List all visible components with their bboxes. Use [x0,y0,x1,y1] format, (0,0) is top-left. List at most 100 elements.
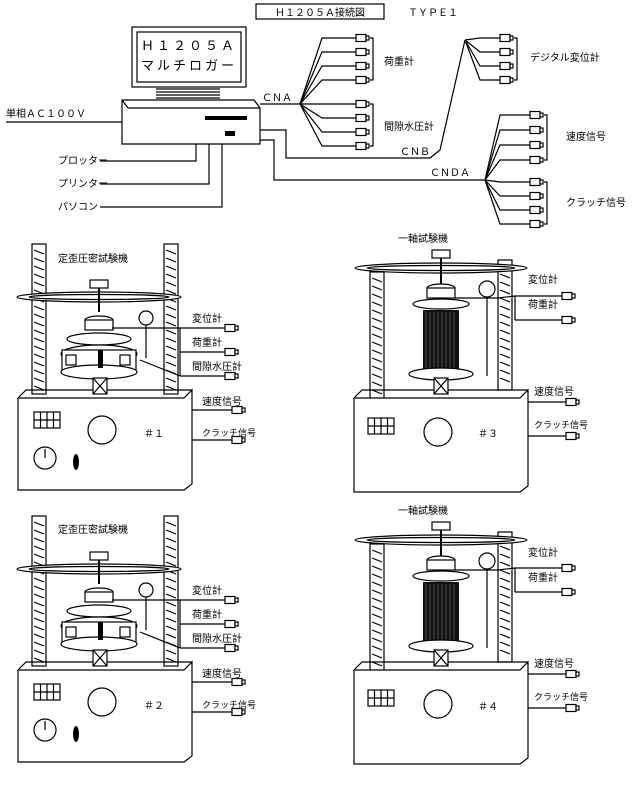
connector-pin [241,407,246,413]
m4-signal-disp: 変位計 [528,546,558,559]
sensor-lead [484,179,530,211]
machine1-number: ＃１ [144,428,164,440]
column-hatch [33,577,45,583]
column-hatch [371,637,383,643]
upper-platen [412,298,470,310]
uniaxial-machine-3 [353,249,580,493]
disk-slot [205,116,247,120]
sensor-lead [484,114,530,181]
sensor-lead [484,144,530,181]
column-hatch [33,601,45,607]
connector-plug [355,99,367,109]
column-hatch [33,281,45,287]
connector-plug [561,587,573,597]
column-hatch [499,361,511,367]
m2-signal-disp: 変位計 [192,584,222,597]
uniaxial-machine-4 [353,521,580,765]
connector-plug [529,155,541,165]
column-hatch [371,389,383,395]
sensor-lead [484,159,530,181]
column-hatch [33,377,45,383]
sensor-lead [299,51,356,105]
m3-signal-clutch: クラッチ信号 [534,419,588,431]
column-hatch [165,361,177,367]
m1-signal-speed: 速度信号 [202,395,242,408]
connector-plug [561,291,573,301]
connector-pin [365,77,370,83]
column-hatch [165,585,177,591]
column-hatch [499,633,511,639]
column-hatch [499,641,511,647]
sensor-lead [464,39,500,67]
column-hatch [499,345,511,351]
sensor-lead [484,129,530,181]
column-hatch [165,345,177,351]
column-hatch [371,325,383,331]
dial-gauge [478,280,496,298]
connector-pin [365,129,370,135]
connector-pin [539,157,544,163]
connector-plug [529,125,541,135]
frame-column [31,243,47,395]
column-hatch [371,309,383,315]
pore-lead [139,631,181,649]
connector-plug [529,140,541,150]
m1-signal-load: 荷重計 [192,336,222,349]
connector-plug [499,33,511,43]
sensor-lead [299,103,356,133]
connector-pin [509,77,514,83]
dial-gauge [478,552,496,570]
cable-cnb [260,39,466,159]
group-bracket [544,114,548,161]
column-hatch [33,609,45,615]
column-hatch [371,613,383,619]
connector-pin [575,671,580,677]
column-hatch [33,553,45,559]
column-hatch [371,373,383,379]
diagram-title: Ｈ１２０５Ａ接続図 [275,6,365,19]
column-hatch [33,617,45,623]
group-speed-label: 速度信号 [566,130,606,143]
load-cell-body [426,559,456,571]
connector-plug [355,127,367,137]
connector-pin [234,645,239,651]
drain-valve [119,354,131,366]
column-hatch [371,285,383,291]
column-hatch [165,529,177,535]
connector-pin [365,35,370,41]
monitor-screen [136,31,242,83]
m1-signal-clutch: クラッチ信号 [202,427,256,439]
column-hatch [165,273,177,279]
column-hatch [499,609,511,615]
column-hatch [165,385,177,391]
upper-platen [412,570,470,582]
signal-join [497,295,516,299]
m3-signal-speed: 速度信号 [534,385,574,398]
column-hatch [499,353,511,359]
signal-join [497,567,516,571]
connector-plug [565,703,577,713]
column-hatch [165,521,177,527]
connector-cnb: ＣＮＢ [400,147,430,158]
cable-cnda [260,139,485,181]
column-hatch [499,585,511,591]
sensor-lead [484,179,530,183]
connector-pin [241,709,246,715]
load-knob [89,279,109,289]
column-hatch [371,645,383,651]
connector-pin [234,621,239,627]
column-hatch [371,293,383,299]
output-pc: パソコン [58,201,98,213]
column-hatch [499,273,511,279]
column-hatch [371,573,383,579]
column-hatch [165,281,177,287]
column-hatch [165,337,177,343]
column-hatch [499,321,511,327]
machine2-number: ＃２ [144,700,164,712]
box-top-edge [17,389,192,399]
drain-valve [65,626,77,638]
column-hatch [165,625,177,631]
connector-plug [355,113,367,123]
connector-cnda: ＣＮＤＡ [430,168,470,179]
